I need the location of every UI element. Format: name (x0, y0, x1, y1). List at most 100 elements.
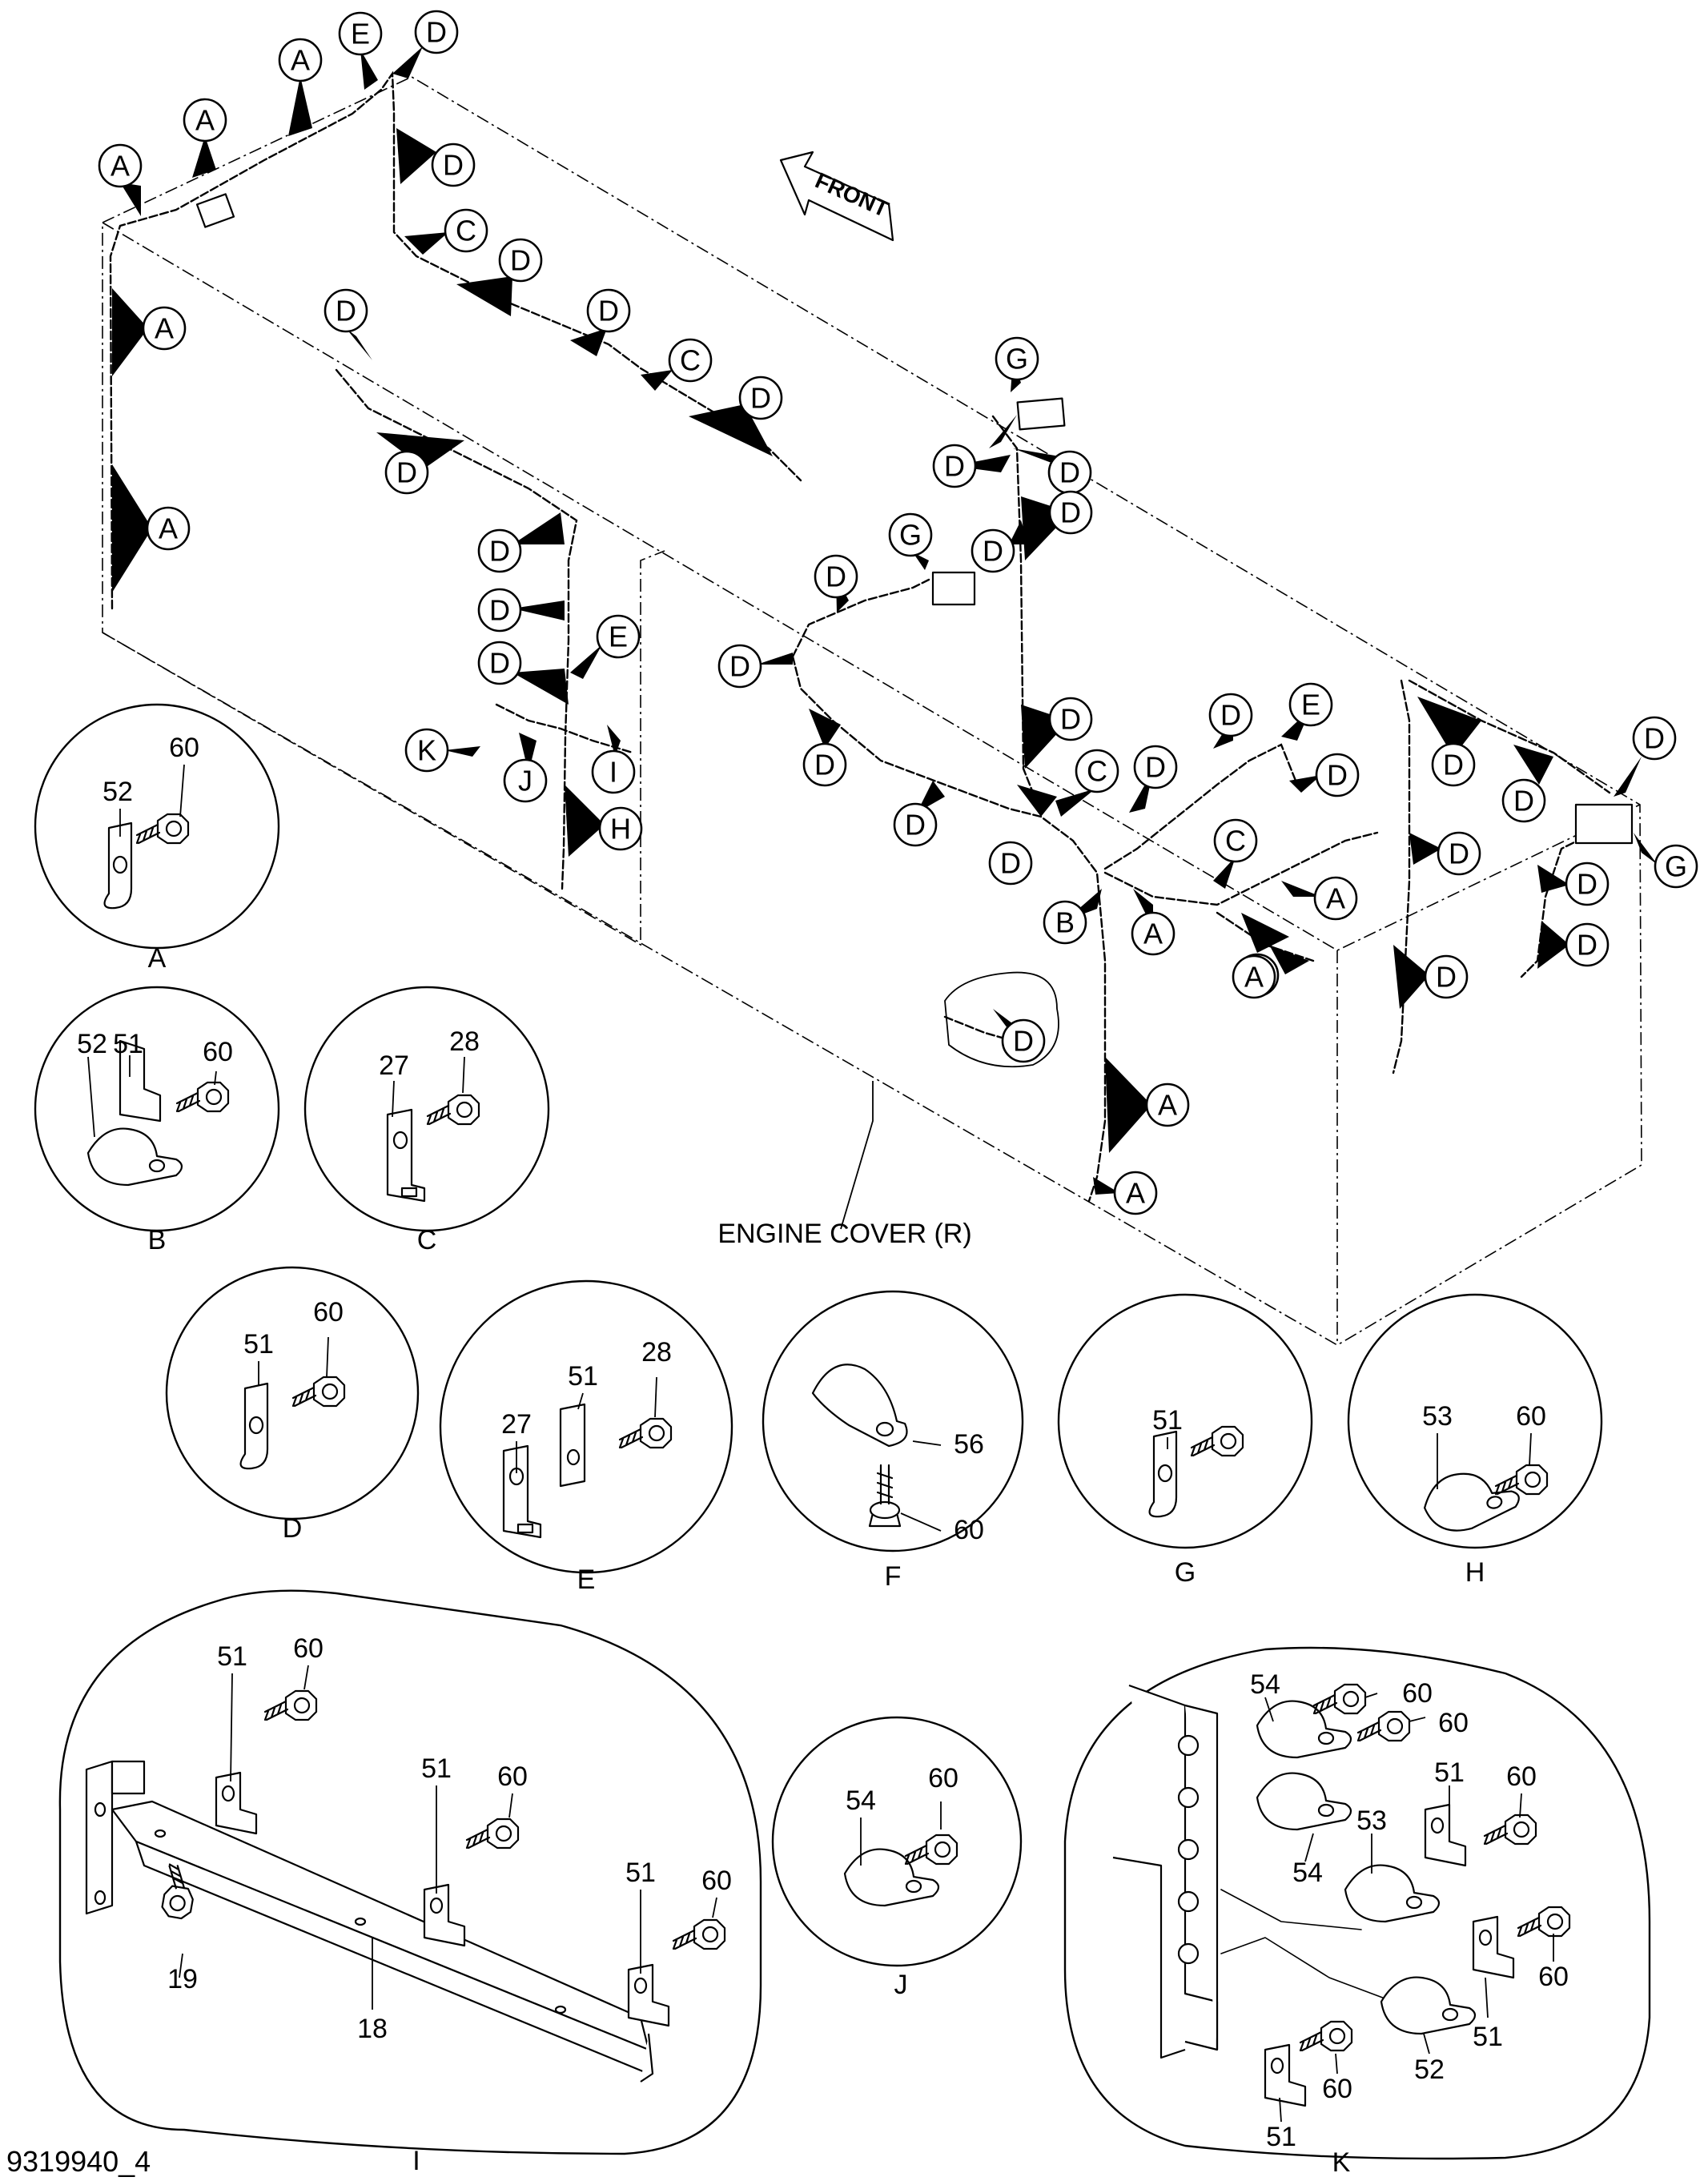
callout-letter: D (944, 450, 965, 483)
engine-cover-label: ENGINE COVER (R) (717, 1219, 971, 1249)
callout-bubble[interactable]: D (456, 238, 543, 316)
callout-letter: D (1443, 749, 1464, 781)
callout-bubble[interactable]: D (1208, 693, 1253, 749)
callout-bubble[interactable]: D (893, 781, 945, 847)
callout-letter: C (456, 215, 476, 247)
callout-bubble[interactable]: J (503, 733, 548, 803)
part-number: 52 (102, 777, 133, 807)
detail-k: 54 60 60 51 60 53 54 60 51 52 60 51 K (1063, 1646, 1651, 2178)
callout-bubble[interactable]: A (1131, 889, 1176, 956)
callout-bubble[interactable]: G (888, 512, 933, 570)
callout-bubble[interactable]: D (1537, 921, 1610, 969)
callout-letter: D (1449, 837, 1469, 870)
callout-letter: G (899, 519, 922, 552)
callout-letter: D (1060, 496, 1081, 529)
callout-letter: D (1577, 929, 1597, 962)
part-number: 51 (568, 1361, 598, 1392)
callout-bubble[interactable]: C (641, 338, 713, 391)
callout-bubble[interactable]: D (396, 128, 476, 187)
part-number: 51 (1473, 2022, 1503, 2052)
part-number: 53 (1356, 1805, 1387, 1836)
callout-bubble[interactable]: D (689, 376, 783, 456)
callout-bubble[interactable]: A (1093, 1171, 1158, 1215)
callout-bubble[interactable]: A (112, 464, 191, 592)
callout-bubble[interactable]: D (993, 1009, 1046, 1063)
callout-letter: I (609, 756, 617, 789)
part-number: 54 (1250, 1669, 1280, 1700)
callout-bubble[interactable]: A (1105, 1057, 1190, 1153)
callout-bubble[interactable]: E (1281, 682, 1333, 741)
callout-letter: E (351, 18, 370, 50)
callout-letter: D (598, 295, 619, 327)
callout-bubble[interactable]: A (98, 143, 143, 216)
callout-bubble[interactable]: H (565, 785, 643, 857)
callout-bubble[interactable]: D (324, 288, 372, 360)
callout-bubble[interactable]: D (1021, 490, 1093, 560)
callout-letter: D (396, 456, 417, 489)
callout-bubble[interactable]: C (404, 208, 488, 255)
part-number: 60 (497, 1761, 528, 1792)
callout-letter: D (1220, 699, 1241, 732)
callout-bubble[interactable]: E (570, 614, 641, 679)
callout-bubble[interactable]: D (1537, 862, 1610, 906)
callout-bubble[interactable]: D (717, 644, 793, 689)
engine-cover-outline (102, 76, 1642, 1346)
callout-bubble[interactable]: G (1634, 833, 1698, 889)
callout-bubble[interactable]: A (112, 288, 187, 376)
callout-bubble[interactable]: D (392, 10, 459, 78)
callout-letter: D (489, 535, 510, 568)
callout-bubble[interactable]: D (814, 554, 858, 613)
callout-letter: G (1665, 850, 1687, 883)
detail-h: 53 60 H (1347, 1293, 1603, 1588)
callout-letter: D (1060, 703, 1081, 736)
callout-bubble[interactable]: G (995, 336, 1039, 392)
callouts: A A A E D D C D D C D D D A A D D D E I … (98, 10, 1698, 1215)
callout-bubble[interactable]: A (183, 98, 227, 178)
callout-bubble[interactable]: D (570, 288, 631, 356)
callout-bubble[interactable]: C (1213, 818, 1258, 889)
callout-bubble[interactable]: D (932, 444, 1011, 488)
callout-bubble[interactable]: D (477, 588, 565, 633)
callout-bubble[interactable]: D (1021, 697, 1093, 769)
part-number: 60 (1506, 1761, 1537, 1792)
callout-letter: A (1326, 882, 1345, 915)
callout-bubble[interactable]: A (278, 38, 323, 136)
callout-bubble[interactable]: D (988, 785, 1057, 886)
callout-bubble[interactable]: K (404, 728, 480, 773)
callout-bubble[interactable]: A (1232, 945, 1309, 999)
callout-bubble[interactable]: D (1417, 697, 1481, 787)
callout-bubble[interactable]: B (1043, 889, 1102, 945)
callout-bubble[interactable]: D (1409, 831, 1481, 876)
callout-bubble[interactable]: D (1013, 448, 1092, 495)
part-number: 60 (1322, 2074, 1352, 2104)
callout-letter: A (291, 44, 310, 77)
callout-bubble[interactable]: D (1289, 753, 1360, 797)
callout-bubble[interactable]: D (802, 709, 847, 787)
callout-letter: E (1301, 689, 1320, 721)
callout-bubble[interactable]: D (1129, 745, 1178, 813)
callout-bubble[interactable]: D (477, 641, 569, 705)
callout-bubble[interactable]: D (1393, 945, 1469, 1009)
callout-bubble[interactable]: C (1055, 749, 1119, 817)
callout-letter: C (1087, 755, 1107, 788)
callout-bubble[interactable]: I (591, 725, 636, 794)
callout-letter: A (1244, 961, 1264, 994)
callout-bubble[interactable]: D (1501, 745, 1553, 823)
callout-bubble[interactable]: D (376, 432, 464, 495)
callout-bubble[interactable] (989, 415, 1017, 448)
callout-bubble[interactable]: A (1281, 876, 1358, 921)
callout-letter: D (1145, 751, 1166, 784)
callout-bubble[interactable]: E (338, 11, 383, 90)
detail-d: 51 60 D (165, 1266, 420, 1544)
callout-letter: D (1327, 759, 1348, 792)
part-number: 60 (701, 1866, 732, 1896)
callout-letter: D (443, 149, 464, 182)
callout-letter: H (610, 813, 631, 845)
callout-letter: D (1577, 868, 1597, 901)
callout-bubble[interactable]: D (1614, 716, 1677, 797)
callout-letter: A (1158, 1089, 1177, 1122)
part-number: 60 (928, 1763, 958, 1793)
callout-bubble[interactable]: D (477, 512, 565, 573)
part-number: 51 (1434, 1757, 1465, 1788)
callout-letter: D (1513, 785, 1534, 817)
